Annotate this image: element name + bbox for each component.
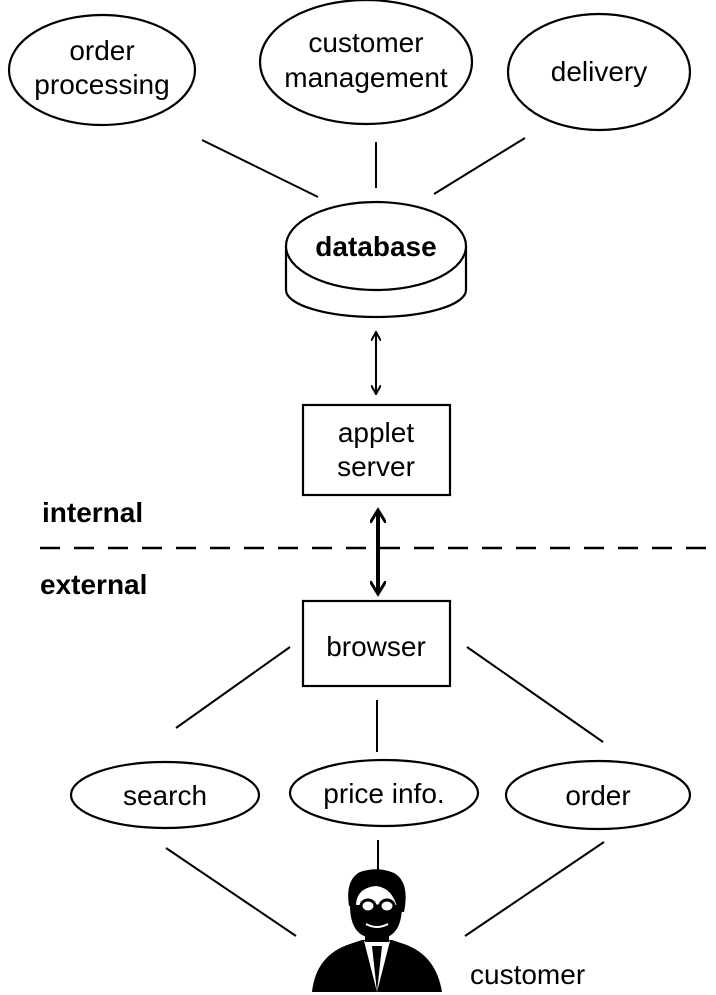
node-order-label: order <box>565 780 630 811</box>
node-delivery: delivery <box>506 12 692 132</box>
connector-browser-search <box>175 646 291 729</box>
node-delivery-label: delivery <box>551 56 647 87</box>
node-applet-server: applet server <box>301 403 452 497</box>
node-applet-server-line2: server <box>337 451 415 482</box>
node-order-processing: order processing <box>7 13 197 127</box>
node-customer-management: customer management <box>258 0 474 126</box>
node-applet-server-line1: applet <box>338 417 415 448</box>
node-browser-label: browser <box>326 631 426 662</box>
zone-internal-label: internal <box>42 497 143 528</box>
zone-external-label: external <box>40 569 147 600</box>
node-order: order <box>504 759 692 831</box>
node-order-processing-line2: processing <box>34 69 169 100</box>
node-price-info-label: price info. <box>323 778 444 809</box>
node-database-label: database <box>315 231 436 262</box>
node-search: search <box>69 760 261 830</box>
connector-delivery-database <box>433 137 526 195</box>
node-database: database <box>284 200 468 319</box>
node-customer-label: customer <box>470 959 585 990</box>
connector-order-processing-database <box>201 139 319 198</box>
connector-browser-order <box>466 646 604 743</box>
node-order-processing-line1: order <box>69 35 134 66</box>
connector-search-customer <box>165 847 297 937</box>
connector-order-customer <box>464 841 605 937</box>
node-search-label: search <box>123 780 207 811</box>
customer-portrait-icon <box>312 869 442 992</box>
node-browser: browser <box>301 599 452 688</box>
node-customer-management-line2: management <box>284 62 448 93</box>
node-price-info: price info. <box>288 758 480 828</box>
node-customer-management-line1: customer <box>308 27 423 58</box>
